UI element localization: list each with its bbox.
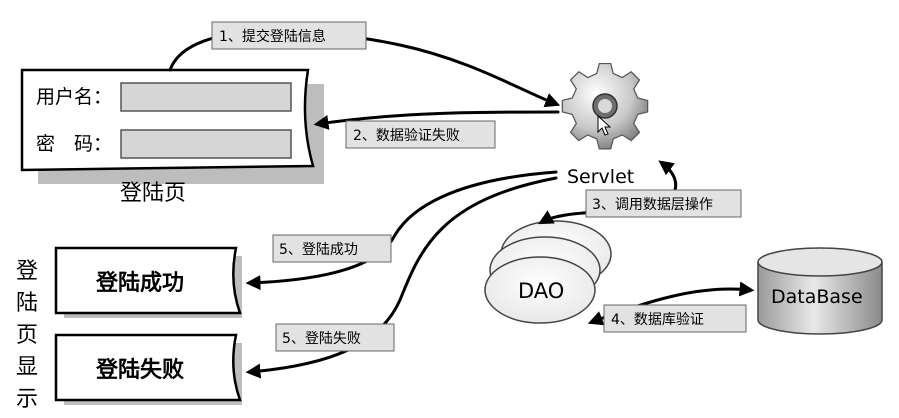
login-failure-box: 登陆失败 xyxy=(54,333,242,405)
login-failure-text: 登陆失败 xyxy=(95,358,184,383)
login-success-box: 登陆成功 xyxy=(54,246,242,318)
vertical-char: 页 xyxy=(16,323,38,348)
arrow-submit-login xyxy=(168,29,561,108)
label-step1: 1、提交登陆信息 xyxy=(211,21,367,50)
database-label: DataBase xyxy=(771,286,863,308)
gear-icon xyxy=(561,62,649,150)
arrow-login-failure xyxy=(245,176,558,379)
username-field[interactable] xyxy=(120,82,292,112)
dao-stack: DAO xyxy=(484,220,612,324)
password-label: 密 码： xyxy=(36,133,112,155)
vertical-char: 陆 xyxy=(16,291,38,316)
label-step5-success-text: 5、登陆成功 xyxy=(279,242,358,258)
label-step5-success: 5、登陆成功 xyxy=(272,234,392,263)
label-step5-failure: 5、登陆失败 xyxy=(275,323,395,352)
login-page-caption: 登陆页 xyxy=(120,181,186,206)
login-page-box: 用户名： 密 码： xyxy=(20,68,324,184)
label-step5-failure-text: 5、登陆失败 xyxy=(282,331,361,347)
arrow-validation-failed xyxy=(313,110,560,130)
dao-label: DAO xyxy=(518,279,564,303)
label-step2: 2、数据验证失败 xyxy=(345,120,496,149)
vertical-char: 登 xyxy=(16,259,38,284)
label-step1-text: 1、提交登陆信息 xyxy=(219,28,326,45)
mouse-cursor-icon xyxy=(597,114,612,136)
label-step3-text: 3、调用数据层操作 xyxy=(592,197,713,213)
label-step4-text: 4、数据库验证 xyxy=(611,312,704,328)
servlet-label: Servlet xyxy=(567,166,634,188)
vertical-char: 示 xyxy=(16,387,38,412)
label-step4: 4、数据库验证 xyxy=(603,304,747,333)
label-step3: 3、调用数据层操作 xyxy=(585,189,742,218)
label-step2-text: 2、数据验证失败 xyxy=(353,128,460,144)
arrow-login-success xyxy=(245,170,558,291)
login-success-text: 登陆成功 xyxy=(95,271,184,296)
result-page-vertical-caption: 登 陆 页 显 示 xyxy=(16,259,38,412)
database-cylinder-icon: DataBase xyxy=(757,247,883,335)
password-field[interactable] xyxy=(120,129,292,159)
vertical-char: 显 xyxy=(16,355,38,380)
username-label: 用户名： xyxy=(36,86,112,108)
